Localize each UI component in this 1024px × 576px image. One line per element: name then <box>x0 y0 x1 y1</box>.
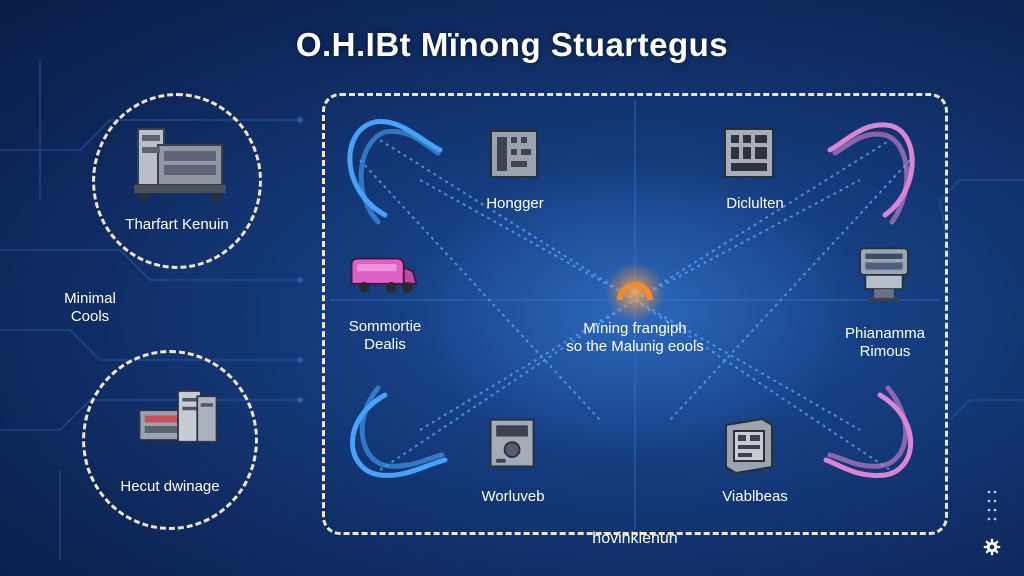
server-rack-icon <box>134 128 226 201</box>
side-label-line1: Minimal <box>64 290 116 307</box>
node-top-left-label: Hongger <box>486 195 544 212</box>
node-mid-left-line1: Sommortie <box>348 318 422 335</box>
node-bottom-right-label: Viablbeas <box>722 488 788 505</box>
side-label-line2: Cools <box>70 308 110 325</box>
computer-case-icon <box>489 418 535 468</box>
page-title: O.H.IBt Mïnong Stuartegus <box>295 26 729 63</box>
mining-rig-icon <box>859 247 909 302</box>
node-top-right-label: Diclulten <box>726 195 784 212</box>
circle-top <box>92 93 262 269</box>
node-mid-right-line2: Rimous <box>859 343 911 360</box>
computer-case-icon <box>138 390 218 443</box>
node-mid-right-line1: Phianamma <box>844 325 926 342</box>
node-mid-left-label: Sommortie Dealis <box>335 318 435 354</box>
circle-bottom <box>82 350 258 530</box>
circle-bottom-label: Hecut dwinage <box>120 478 220 495</box>
gear-icon[interactable] <box>983 538 1001 556</box>
node-mid-left-line2: Dealis <box>364 336 406 353</box>
hardware-box-icon <box>724 128 774 178</box>
node-mid-right-label: Phianamma Rimous <box>835 325 935 361</box>
strategy-panel <box>322 93 948 535</box>
center-label: Mïning frangiph so the Malunig eools <box>545 320 725 356</box>
side-label: Minimal Cools <box>50 290 130 326</box>
center-line1: Mïning frangiph <box>583 320 687 337</box>
hardware-box-icon <box>490 130 538 178</box>
center-line2: so the Malunig eools <box>566 338 704 355</box>
hardware-box-icon <box>725 417 773 475</box>
footer-label: hövinklenun <box>592 530 678 547</box>
circle-top-label: Tharfart Kenuin <box>125 216 229 233</box>
node-bottom-left-label: Worluveb <box>481 488 545 505</box>
truck-icon <box>350 257 418 293</box>
dots-icon[interactable] <box>986 489 998 529</box>
